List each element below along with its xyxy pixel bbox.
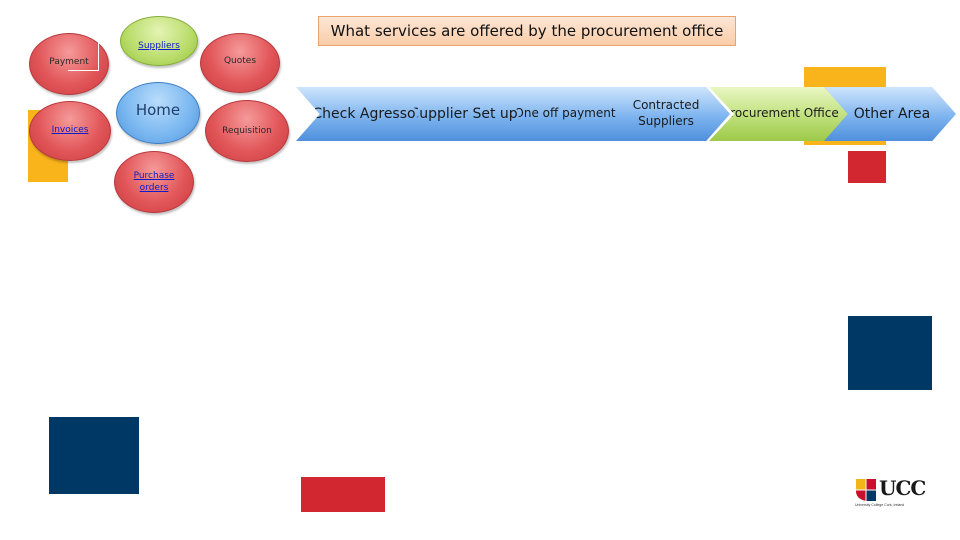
step-label: One off payment xyxy=(514,106,616,121)
quotes-label: Quotes xyxy=(223,55,257,66)
purchase-orders-link[interactable]: Purchase orders xyxy=(133,170,175,193)
payment-label: Payment xyxy=(49,57,89,68)
invoices-bubble[interactable]: Invoices xyxy=(29,101,111,161)
step-label: Check Agresso xyxy=(312,105,416,122)
step-contracted-suppliers[interactable]: Contracted Suppliers xyxy=(598,87,730,141)
ucc-logo: UCC University College Cork, Ireland xyxy=(855,476,927,512)
red-block-right xyxy=(848,151,886,183)
suppliers-bubble[interactable]: Suppliers xyxy=(120,16,198,66)
home-bubble[interactable]: Home xyxy=(116,82,200,144)
red-block-bottom xyxy=(301,477,385,512)
payment-bubble[interactable]: Payment xyxy=(29,33,109,95)
quotes-bubble[interactable]: Quotes xyxy=(200,33,280,93)
navy-block-right xyxy=(848,316,932,390)
home-link[interactable]: Home xyxy=(135,100,181,119)
logo-text: UCC xyxy=(879,476,926,500)
suppliers-link[interactable]: Suppliers xyxy=(138,40,180,51)
requisition-label: Requisition xyxy=(222,125,272,136)
step-label: Procurement Office xyxy=(723,106,839,121)
invoices-link[interactable]: Invoices xyxy=(51,125,89,136)
page-title: What services are offered by the procure… xyxy=(318,16,736,46)
step-label: Other Area xyxy=(853,105,931,122)
step-label: Contracted Suppliers xyxy=(632,98,700,128)
payment-corner-line xyxy=(68,34,99,71)
ucc-crest-icon xyxy=(856,479,876,501)
requisition-bubble[interactable]: Requisition xyxy=(205,100,289,162)
step-label: Supplier Set up xyxy=(410,105,518,122)
step-procurement-office[interactable]: Procurement Office xyxy=(709,87,849,141)
purchase-orders-bubble[interactable]: Purchase orders xyxy=(114,151,194,213)
navy-block-left xyxy=(49,417,139,494)
logo-tagline: University College Cork, Ireland xyxy=(855,503,905,507)
